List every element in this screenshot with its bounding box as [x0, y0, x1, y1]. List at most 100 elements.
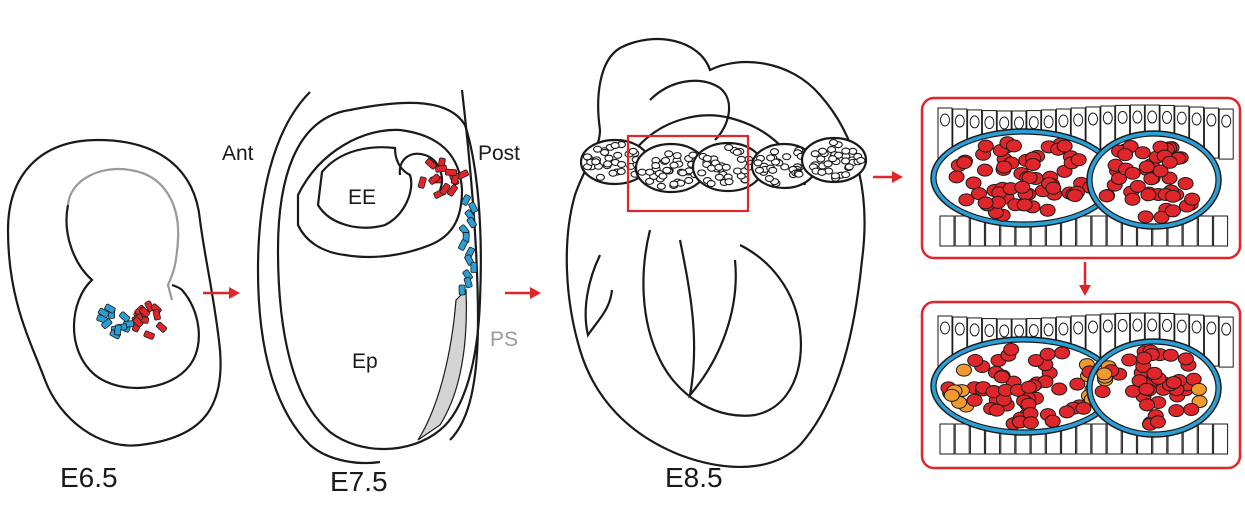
- epithelial-cell: [1198, 424, 1212, 454]
- somite-cell: [818, 169, 826, 175]
- red-cell: [1169, 405, 1184, 417]
- stage-label-e8-5: E8.5: [665, 462, 723, 494]
- somite-cell: [670, 181, 678, 187]
- somite-cell: [725, 144, 733, 150]
- nucleus: [1089, 321, 1098, 333]
- red-cell: [1184, 403, 1199, 415]
- red-cell: [968, 355, 983, 367]
- e6-5-embryo: [8, 140, 221, 446]
- orange-cell: [944, 389, 959, 401]
- orange-cell: [956, 364, 971, 376]
- nucleus: [941, 322, 950, 334]
- nucleus: [1103, 320, 1112, 332]
- somite-cell: [737, 156, 745, 162]
- somite-cell: [618, 161, 626, 167]
- nucleus: [1029, 325, 1038, 337]
- red-cell: [978, 197, 993, 209]
- e8-5-allantois: [586, 255, 612, 335]
- arrow-e8-5-to-detail: [873, 171, 903, 183]
- nucleus: [1118, 111, 1127, 123]
- somite-cell: [614, 152, 622, 158]
- somite-cell: [652, 163, 660, 169]
- somite-cell: [646, 169, 654, 175]
- epithelial-cell: [940, 216, 954, 246]
- red-cell: [1139, 383, 1154, 395]
- somite-cell: [604, 161, 612, 167]
- arrow-detail-top-to-bottom: [1079, 262, 1091, 296]
- red-cell: [949, 171, 964, 183]
- somite-cell: [842, 172, 850, 178]
- label-anterior: Ant: [222, 142, 254, 166]
- nucleus: [970, 116, 979, 128]
- somite-cell: [715, 174, 723, 180]
- e8-5-embryo: [567, 39, 865, 467]
- e8-5-inner-loop-2: [680, 240, 736, 395]
- blue-cell: [458, 239, 468, 251]
- red-cell: [1137, 352, 1152, 364]
- somite-cell: [842, 148, 850, 154]
- nucleus: [1192, 321, 1201, 333]
- red-cell: [1165, 190, 1180, 202]
- nucleus: [1222, 323, 1231, 335]
- somite-cell: [662, 157, 670, 163]
- somite-cell: [755, 167, 763, 173]
- somite-cell: [754, 160, 762, 166]
- stage-label-e7-5: E7.5: [330, 466, 388, 498]
- red-cell: [1141, 189, 1156, 201]
- somite-cell: [629, 148, 637, 154]
- red-cell: [418, 176, 427, 188]
- red-cell: [1118, 149, 1133, 161]
- red-cell: [1015, 181, 1030, 193]
- detail-panel-top: [922, 98, 1240, 258]
- e6-5-cell-cluster: [96, 300, 167, 339]
- e8-5-head-fold: [650, 81, 729, 140]
- e6-5-inner-cavity: [68, 169, 178, 300]
- somite-cell: [638, 169, 646, 175]
- red-cell: [1095, 386, 1110, 398]
- nucleus: [1118, 319, 1127, 331]
- nucleus: [1029, 117, 1038, 129]
- red-cell: [989, 404, 1004, 416]
- somite-cell: [659, 173, 667, 179]
- nucleus: [1059, 323, 1068, 335]
- somite-cell: [583, 154, 591, 160]
- red-cell: [1162, 156, 1177, 168]
- red-cell: [1099, 190, 1114, 202]
- label-primitive-streak: PS: [490, 328, 518, 352]
- somite-cell: [829, 140, 837, 146]
- red-cell: [1178, 353, 1193, 365]
- red-cell: [1076, 402, 1091, 414]
- red-cell: [1059, 406, 1074, 418]
- somite-cell: [769, 167, 777, 173]
- somite-cell: [596, 174, 604, 180]
- nucleus: [985, 325, 994, 337]
- nucleus: [1207, 114, 1216, 126]
- somite-cell: [842, 158, 850, 164]
- red-cell: [978, 164, 993, 176]
- nucleus: [1015, 325, 1024, 337]
- nucleus: [1148, 111, 1157, 123]
- nucleus: [1044, 116, 1053, 128]
- red-cell: [959, 194, 974, 206]
- epithelial-cell: [1214, 216, 1228, 246]
- arrow-e6-5-to-e7-5: [203, 287, 240, 299]
- epithelial-cell: [1214, 424, 1228, 454]
- somite-cell: [819, 148, 827, 154]
- red-cell: [1166, 377, 1181, 389]
- nucleus: [1222, 115, 1231, 127]
- red-cell: [1138, 211, 1153, 223]
- somite-cell: [765, 176, 773, 182]
- somite-cell: [698, 170, 706, 176]
- stage-label-e6-5: E6.5: [60, 462, 118, 494]
- epithelial-cell: [955, 424, 969, 454]
- nucleus: [1133, 319, 1142, 331]
- red-cell: [1046, 182, 1061, 194]
- red-cell: [1006, 140, 1021, 152]
- somite-cell: [857, 157, 865, 163]
- somite-cell: [767, 155, 775, 161]
- somite-cell: [601, 149, 609, 155]
- nucleus: [1177, 320, 1186, 332]
- epithelial-cell: [1077, 424, 1091, 454]
- somite-cell: [605, 155, 613, 161]
- e7-5-outer-anterior-line: [258, 92, 380, 463]
